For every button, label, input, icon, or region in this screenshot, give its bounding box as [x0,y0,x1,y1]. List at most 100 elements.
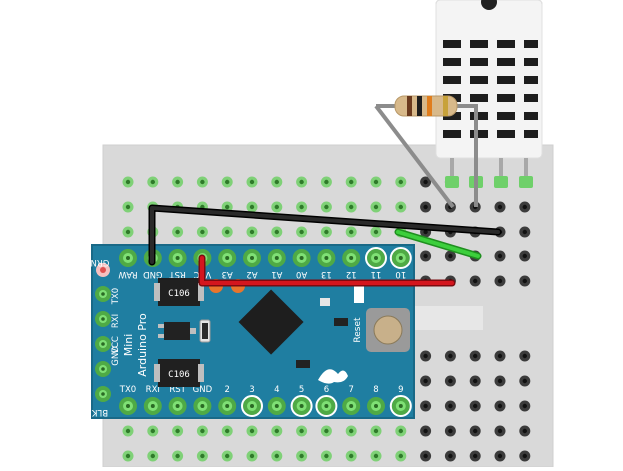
breadboard-hole [444,250,456,262]
pin-a2 [243,249,261,267]
pin-4 [267,397,286,415]
breadboard-hole [444,425,456,437]
breadboard-hole [519,250,531,262]
pin-rxi [143,397,162,415]
breadboard-hole [271,226,283,238]
breadboard-hole [395,425,407,437]
breadboard-hole [420,250,432,262]
smd-part [320,298,330,306]
pin-rxi [95,311,111,327]
breadboard-hole [395,176,407,188]
breadboard-hole [494,400,506,412]
bottom-pin-label: 7 [348,385,353,395]
breadboard-hole [519,201,531,213]
breadboard-hole [469,425,481,437]
pin-6 [315,395,338,417]
breadboard-hole [345,176,357,188]
breadboard-hole [221,176,233,188]
board-name-line2: Mini [122,334,135,357]
pin-gnd [193,397,212,415]
wire-black [148,204,502,266]
breadboard-hole [420,400,432,412]
breadboard-hole [196,176,208,188]
bottom-pin-row [119,395,412,417]
breadboard-hole [147,176,159,188]
top-pin-label: GND [143,269,163,279]
pin-tx0 [95,286,111,302]
breadboard-hole [494,375,506,387]
pin-tx0 [119,397,137,415]
board-name-line1: Arduino Pro [136,313,149,377]
left-pin-label: GND [111,346,121,366]
pin-8 [367,397,385,415]
breadboard-hole [519,425,531,437]
breadboard-hole [320,176,332,188]
breadboard-hole [296,176,308,188]
wire-green [394,228,482,260]
pin-gnd [95,361,111,377]
breadboard-hole [469,450,481,462]
pin-a3 [218,249,237,267]
breadboard-hole [494,201,506,213]
breadboard-hole [221,226,233,238]
breadboard-hole [271,450,283,462]
breadboard-hole [469,400,481,412]
pin-7 [342,397,361,415]
pin-blk [95,386,111,402]
breadboard-hole [370,226,382,238]
breadboard-hole [246,176,258,188]
bottom-pin-label: TX0 [119,385,136,395]
breadboard-hole [345,201,357,213]
breadboard-hole [246,450,258,462]
bottom-pin-label: RXI [146,385,160,395]
breadboard-hole [469,375,481,387]
breadboard-hole [271,176,283,188]
breadboard-hole [370,450,382,462]
reset-label: Reset [353,317,363,343]
bottom-pin-label: RST [169,385,186,395]
breadboard-hole [519,450,531,462]
pin-13 [317,249,336,267]
breadboard-hole [320,450,332,462]
breadboard-hole [122,425,134,437]
breadboard-hole [122,176,134,188]
top-pin-label: A3 [222,269,233,279]
bottom-pin-label: 4 [274,385,279,395]
pin-2 [218,397,237,415]
breadboard-hole [494,450,506,462]
breadboard-hole [519,375,531,387]
breadboard-hole [320,425,332,437]
top-pin-label: 12 [346,269,357,279]
breadboard-hole [494,425,506,437]
breadboard-hole [345,425,357,437]
breadboard-hole [370,425,382,437]
top-pin-label: 11 [371,269,382,279]
breadboard-hole [296,425,308,437]
pin-a0 [292,249,311,267]
breadboard-hole [122,226,134,238]
breadboard-hole [271,201,283,213]
resistor-icon [374,95,478,209]
pin-raw [119,249,137,267]
breadboard-hole [172,450,184,462]
pin-a1 [267,249,286,267]
pin-11 [365,247,387,269]
breadboard-hole [345,450,357,462]
left-pin-label: GRN [91,257,110,267]
top-pin-label: A0 [296,269,307,279]
capacitor-c106-bottom: C106 [154,359,204,387]
top-pin-label: RAW [118,269,138,279]
c106-label-top: C106 [168,289,190,299]
breadboard-hole [246,201,258,213]
top-pin-label: RST [169,269,186,279]
top-pin-label: 13 [321,269,332,279]
breadboard-hole [172,425,184,437]
breadboard-hole [494,350,506,362]
breadboard-hole [196,450,208,462]
left-pin-label: VCC [111,336,121,354]
breadboard-hole [444,450,456,462]
pin-vcc [95,336,111,352]
bottom-pin-label: 5 [299,385,304,395]
